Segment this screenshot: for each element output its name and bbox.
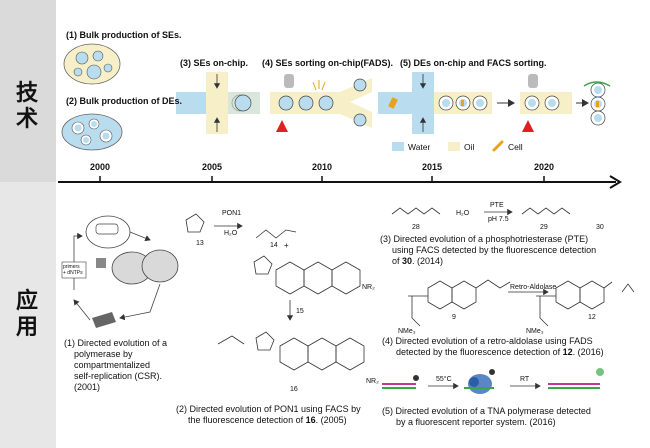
technique-label-se-sorting: (4) SEs sorting on-chip(FADS).: [262, 58, 394, 68]
bulk-de-illustration: [61, 113, 123, 151]
chem-label-nme3: NMe₃: [398, 328, 416, 335]
caption-compound-number: 16: [305, 415, 316, 425]
caption-text: detected by the fluorescence detection o…: [396, 347, 563, 357]
application-caption-retro-aldolase: (4) Directed evolution of a retro-aldola…: [382, 336, 604, 358]
timeline-tick-label: 2010: [311, 162, 333, 172]
application-caption-tna: (5) Directed evolution of a TNA polymera…: [382, 406, 591, 428]
chem-label-14: 14: [270, 242, 278, 249]
chem-label-9: 9: [452, 314, 456, 321]
legend-label-cell: Cell: [508, 142, 523, 152]
legend: [392, 140, 504, 152]
sidebar-label-technique-1: 技: [15, 81, 38, 106]
chem-label-h2o: H₂O: [224, 230, 238, 237]
chem-label-nr2: NR₂: [362, 284, 375, 291]
technique-label-de-on-chip: (5) DEs on-chip and FACS sorting.: [400, 58, 547, 68]
sidebar-technique-panel: [0, 0, 56, 182]
timeline-tick-label: 2000: [89, 162, 111, 172]
legend-label-oil: Oil: [464, 142, 475, 152]
caption-line: (2) Directed evolution of PON1 using FAC…: [176, 404, 361, 414]
caption-line: compartmentalized: [74, 360, 151, 370]
timeline-tick-label: 2015: [421, 162, 443, 172]
chem-label-16: 16: [290, 386, 298, 393]
application-caption-csr: (1) Directed evolution of a polymerase b…: [64, 338, 167, 393]
caption-line: of 30. (2014): [380, 256, 596, 267]
caption-line: (3) Directed evolution of a phosphotries…: [380, 234, 589, 244]
timeline-tick-label: 2005: [201, 162, 223, 172]
chem-label-plus: +: [284, 241, 289, 250]
caption-line: (5) Directed evolution of a TNA polymera…: [382, 406, 591, 416]
tna-reporter-scheme: [382, 368, 604, 394]
chem-label-ph: pH 7.5: [488, 216, 509, 223]
chem-label-temperature: 55°C: [436, 376, 452, 383]
caption-line: using FACS detected by the fluorescence …: [392, 245, 597, 255]
caption-line: self-replication (CSR).: [74, 371, 163, 381]
caption-line: polymerase by: [74, 349, 133, 359]
chem-label-15: 15: [296, 308, 304, 315]
chem-label-30: 30: [596, 224, 604, 231]
chem-label-nme3: NMe₃: [526, 328, 544, 335]
caption-line: (2001): [74, 382, 101, 392]
sidebar-label-application-1: 应: [15, 289, 38, 314]
technique-label-bulk-se: (1) Bulk production of SEs.: [66, 30, 182, 40]
de-on-chip-illustration: [378, 72, 611, 134]
chem-label-h2o: H₂O: [456, 210, 470, 217]
caption-text: of: [392, 256, 403, 266]
se-sorting-illustration: [270, 74, 372, 132]
caption-line: the fluorescence detection of 16. (2005): [176, 415, 361, 426]
chem-label-28: 28: [412, 224, 420, 231]
chem-label-13: 13: [196, 240, 204, 247]
sidebar-label-technique-2: 术: [15, 107, 38, 132]
caption-compound-number: 30: [402, 256, 413, 266]
chem-label-retro-aldolase: Retro-Aldolase: [510, 284, 557, 291]
csr-cycle-diagram: [61, 215, 179, 328]
caption-line: (4) Directed evolution of a retro-aldola…: [382, 336, 593, 346]
caption-line: detected by the fluorescence detection o…: [382, 347, 604, 358]
caption-text: the fluorescence detection of: [188, 415, 306, 425]
caption-text: . (2016): [572, 347, 604, 357]
caption-compound-number: 12: [562, 347, 573, 357]
chem-label-nr2: NR₂: [366, 378, 379, 385]
chem-label-12: 12: [588, 314, 596, 321]
pon1-reaction-scheme: [185, 213, 365, 371]
sidebar: 技 术 应 用: [0, 0, 56, 448]
timeline-axis: [58, 175, 622, 189]
legend-label-water: Water: [408, 142, 431, 152]
chem-label-29: 29: [540, 224, 548, 231]
sidebar-label-application-2: 用: [15, 315, 38, 340]
chem-label-pon1: PON1: [222, 210, 242, 217]
chem-label-rt: RT: [520, 376, 530, 383]
timeline-tick-label: 2020: [533, 162, 555, 172]
chem-label-pte: PTE: [490, 202, 504, 209]
pte-reaction-scheme: [391, 207, 571, 216]
caption-text: . (2005): [315, 415, 347, 425]
application-caption-pon1: (2) Directed evolution of PON1 using FAC…: [176, 404, 361, 426]
chem-label-primers: primers + dNTPs: [63, 264, 83, 276]
application-caption-pte: (3) Directed evolution of a phosphotries…: [380, 234, 596, 267]
se-on-chip-illustration: [176, 72, 260, 134]
retro-aldolase-scheme: [408, 279, 635, 327]
caption-text: . (2014): [412, 256, 444, 266]
caption-line: (1) Directed evolution of a: [64, 338, 168, 348]
technique-label-bulk-de: (2) Bulk production of DEs.: [66, 96, 182, 106]
technique-label-se-on-chip: (3) SEs on-chip.: [180, 58, 249, 68]
caption-line: by a fluorescent reporter system. (2016): [396, 417, 556, 427]
bulk-se-illustration: [63, 43, 121, 85]
